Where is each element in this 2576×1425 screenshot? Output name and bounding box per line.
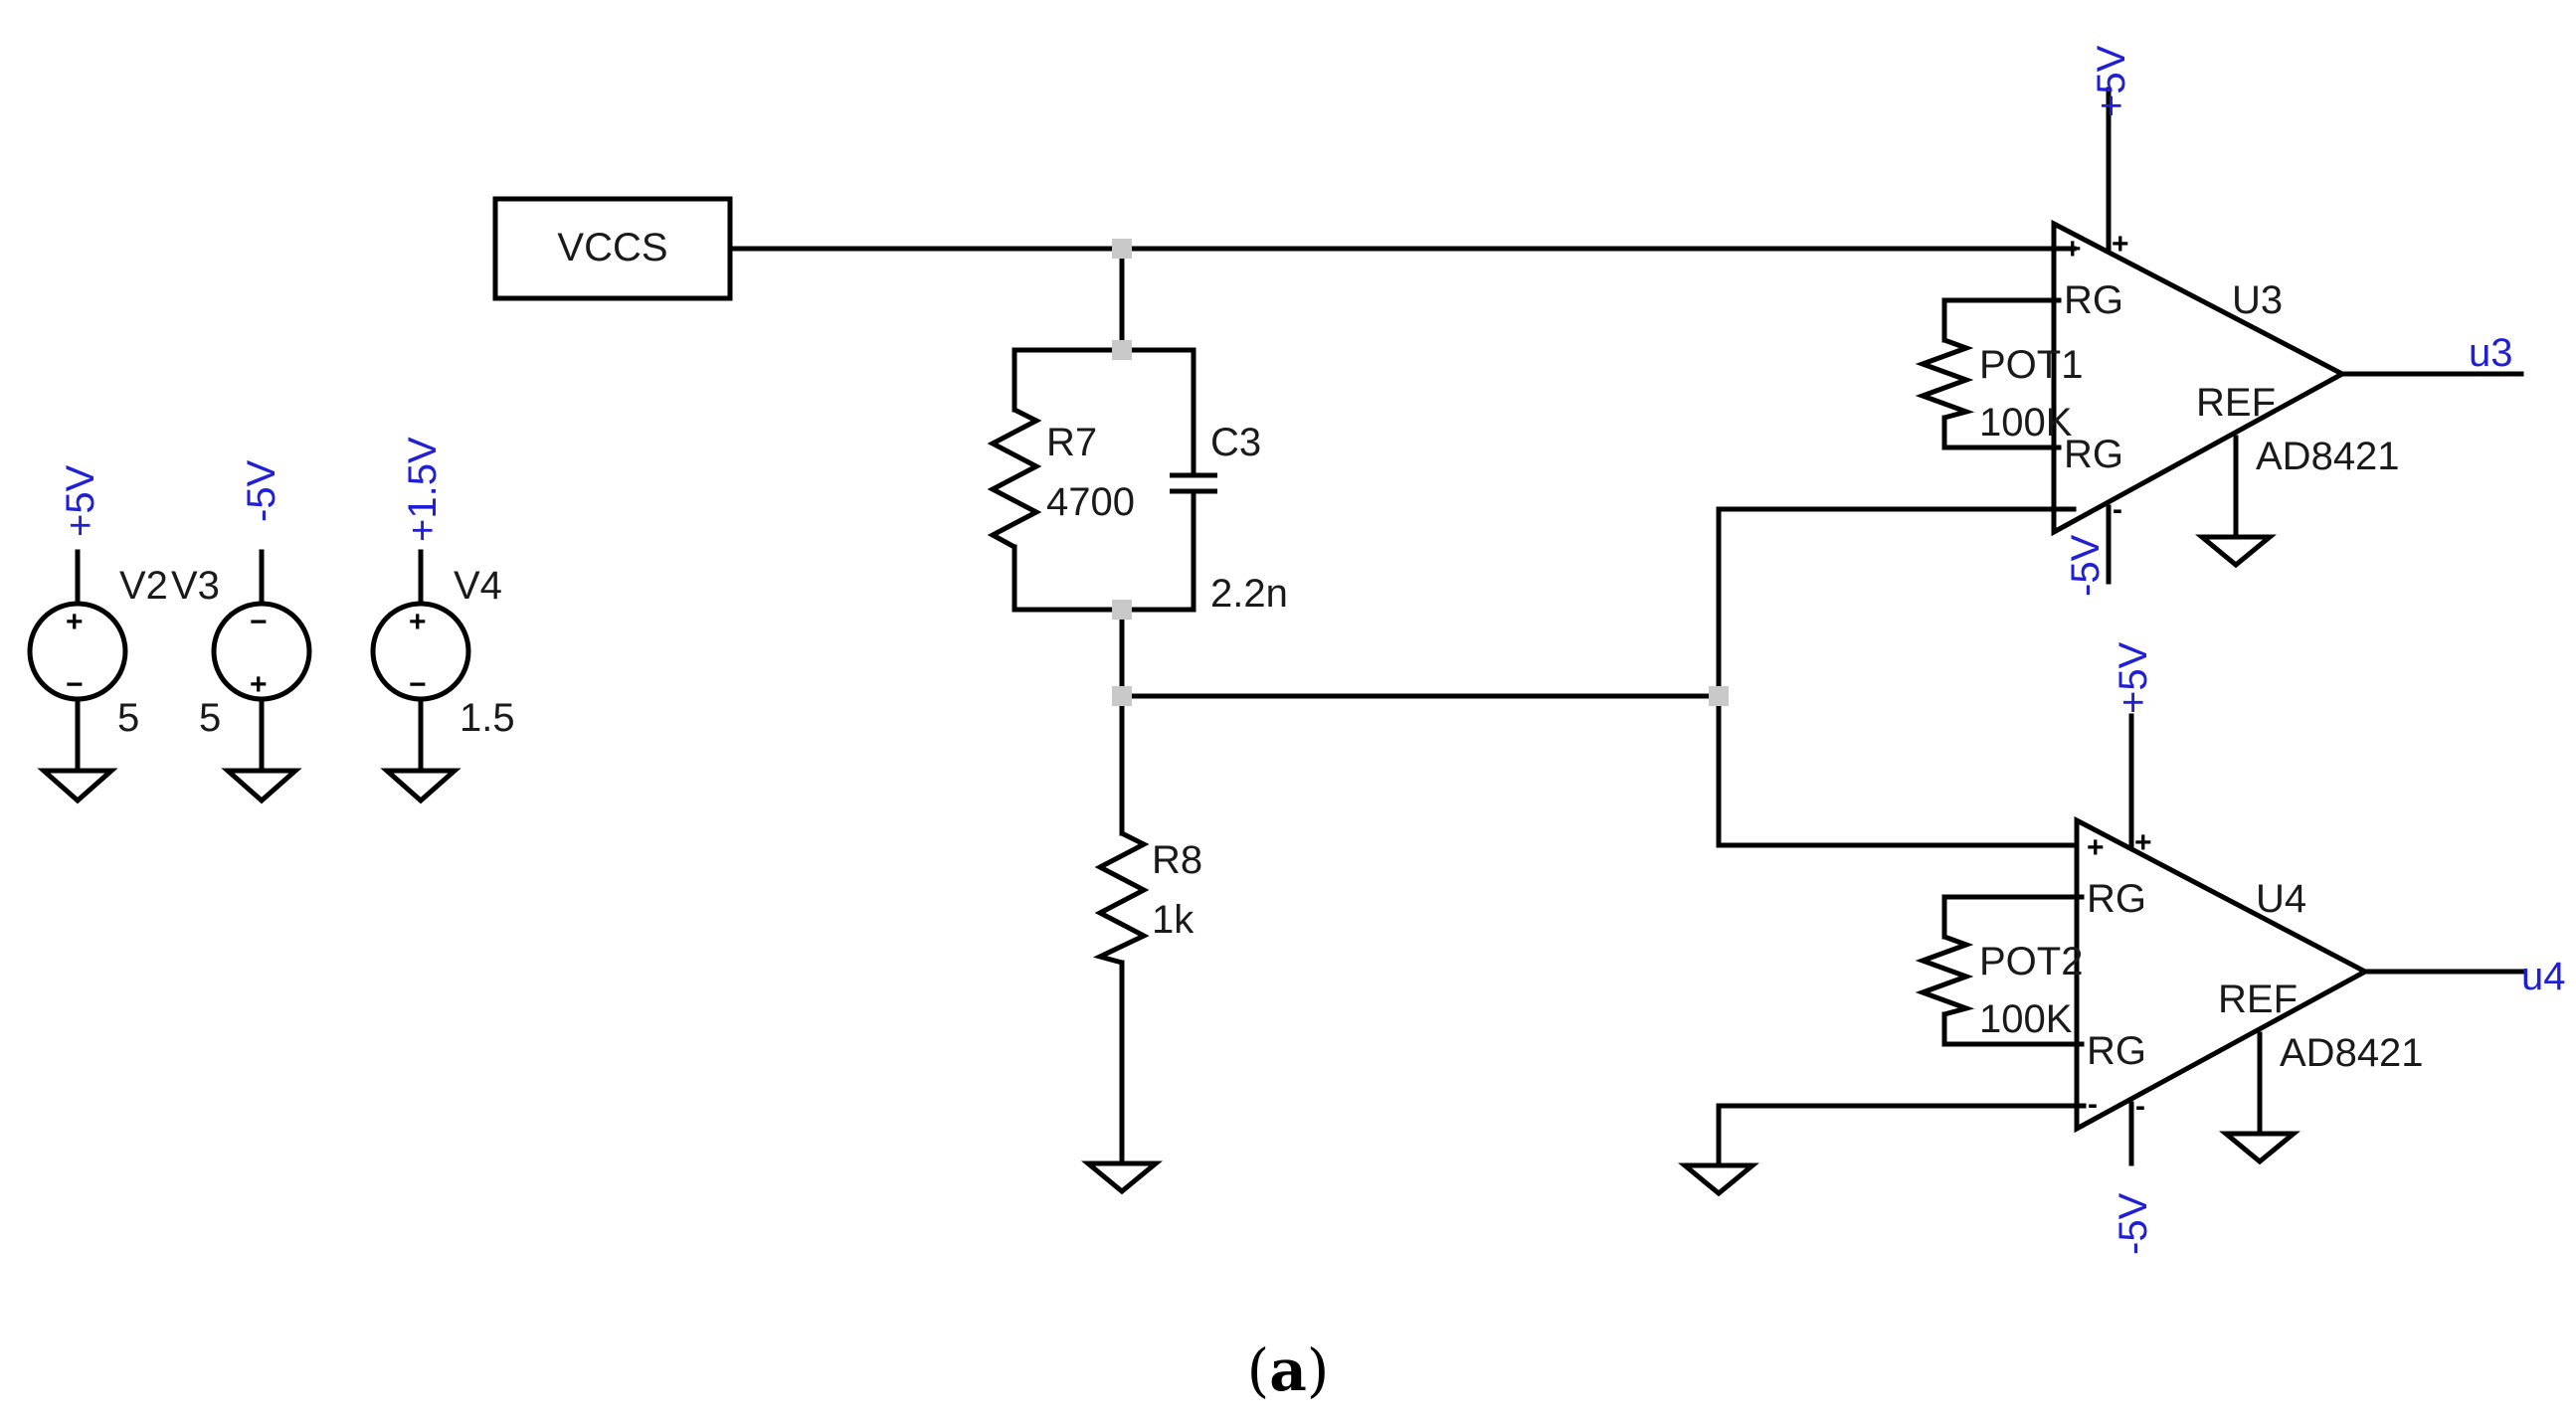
supply-minus-mark: - — [2135, 1090, 2145, 1123]
part-number: AD8421 — [2280, 1031, 2424, 1075]
caption-letter: a — [1269, 1336, 1307, 1404]
ground-icon — [2195, 534, 2277, 569]
rg-pin-label: RG — [2064, 433, 2123, 476]
ground-icon — [2219, 1131, 2300, 1165]
component-name: V2 — [119, 564, 168, 608]
junction-dot — [1112, 239, 1132, 259]
junction-dot — [1112, 686, 1132, 706]
part-number: AD8421 — [2256, 435, 2400, 478]
minus-pin-mark: - — [2088, 1088, 2098, 1121]
ground-icon — [1678, 1162, 1759, 1197]
component-name: U3 — [2232, 278, 2283, 322]
output-net-label: u3 — [2469, 331, 2513, 375]
ground-icon — [37, 768, 118, 804]
wiring — [727, 246, 2087, 1197]
component-name: R8 — [1152, 838, 1202, 882]
resistor-r8: R8 1k — [1092, 830, 1202, 966]
component-name: V4 — [454, 564, 502, 608]
ground-icon — [221, 768, 302, 804]
vccs-block: VCCS — [492, 196, 733, 301]
component-name: U4 — [2256, 877, 2306, 921]
source-v4: + − +1.5V V4 1.5 — [370, 437, 515, 804]
minus-pin-mark: - — [2065, 491, 2075, 524]
component-value: 5 — [117, 696, 139, 740]
plus-pin-mark: + — [2064, 233, 2082, 266]
source-v3: − + -5V V3 5 — [171, 459, 312, 804]
component-name: R7 — [1046, 421, 1097, 464]
pot-value: 100K — [1979, 401, 2073, 445]
source-minus-mark: − — [409, 668, 427, 701]
component-name: V3 — [171, 564, 220, 608]
plus-pin-mark: + — [2087, 831, 2105, 864]
ref-pin-label: REF — [2196, 381, 2276, 425]
net-label: +5V — [2090, 45, 2133, 117]
ref-pin-label: REF — [2218, 978, 2298, 1021]
vccs-label: VCCS — [557, 226, 667, 269]
amplifier-u3: + - + - RG RG REF U3 AD8421 POT1 100K +5… — [1915, 45, 2524, 597]
ground-icon — [1081, 1160, 1163, 1195]
net-label: -5V — [2064, 534, 2108, 597]
junction-dot — [1112, 600, 1132, 620]
figure-caption: (a) — [1247, 1336, 1330, 1404]
caption-close: ) — [1307, 1336, 1330, 1404]
source-plus-mark: + — [409, 606, 427, 638]
component-name: C3 — [1210, 421, 1261, 464]
output-net-label: u4 — [2521, 955, 2566, 998]
pot-name: POT2 — [1979, 940, 2083, 983]
net-label: +5V — [2112, 641, 2155, 714]
pot-name: POT1 — [1979, 343, 2083, 387]
rg-pin-label: RG — [2087, 877, 2146, 921]
component-value: 5 — [199, 696, 221, 740]
source-v2: + − +5V V2 5 — [27, 464, 168, 804]
source-minus-mark: − — [66, 668, 84, 701]
net-label: -5V — [240, 459, 283, 522]
junction-dot — [1709, 686, 1729, 706]
component-value: 1k — [1152, 898, 1195, 942]
source-minus-mark: − — [250, 606, 268, 638]
junction-dot — [1112, 340, 1132, 360]
component-value: 2.2n — [1210, 572, 1288, 616]
pot-value: 100K — [1979, 997, 2073, 1041]
net-label: +5V — [59, 464, 102, 537]
source-plus-mark: + — [66, 606, 84, 638]
net-label: +1.5V — [401, 437, 445, 542]
resistor-r7: R7 4700 — [987, 407, 1135, 550]
supply-plus-mark: + — [2134, 826, 2152, 859]
supply-minus-mark: - — [2113, 493, 2122, 526]
caption-open: ( — [1247, 1336, 1270, 1404]
junctions — [1112, 239, 1729, 706]
amplifier-u4: + - + - RG RG REF U4 AD8421 POT2 100K +5… — [1915, 641, 2566, 1255]
rg-pin-label: RG — [2087, 1029, 2146, 1073]
capacitor-c3: C3 2.2n — [1170, 421, 1288, 616]
net-label: -5V — [2112, 1192, 2155, 1255]
rg-pin-label: RG — [2064, 278, 2123, 322]
component-value: 4700 — [1046, 480, 1135, 524]
ground-icon — [380, 768, 461, 804]
supply-plus-mark: + — [2112, 228, 2129, 261]
component-value: 1.5 — [460, 696, 515, 740]
source-plus-mark: + — [250, 668, 268, 701]
